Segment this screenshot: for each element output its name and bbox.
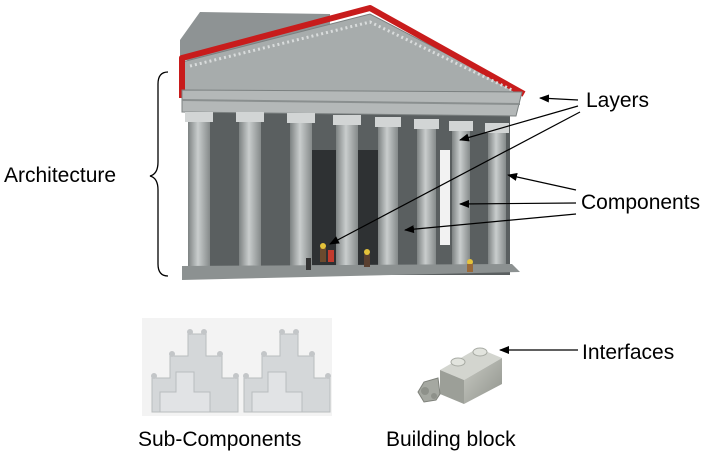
temple-columns — [185, 112, 509, 268]
entablature-line — [181, 99, 521, 105]
pediment-dentils — [189, 20, 513, 92]
roof-edge — [179, 5, 526, 98]
layers-label: Layers — [586, 89, 650, 112]
layers-arrow-floor — [329, 111, 581, 245]
interfaces-label: Interfaces — [582, 341, 675, 364]
components-arrow-1 — [507, 173, 577, 191]
architecture-label: Architecture — [4, 164, 117, 187]
temple-image — [179, 5, 526, 280]
building-block-image — [417, 347, 502, 404]
components-arrows — [404, 173, 577, 234]
temple-base — [182, 264, 520, 280]
layers-arrow-columns — [459, 105, 579, 142]
building-block-label: Building block — [386, 428, 516, 451]
sub-components-label: Sub-Components — [138, 428, 302, 451]
components-label: Components — [581, 191, 701, 214]
components-arrow-3 — [404, 213, 577, 234]
minifigures — [306, 243, 473, 272]
sub-components-image — [142, 318, 332, 416]
curly-brace-icon — [149, 71, 169, 277]
layers-arrows — [329, 94, 581, 245]
components-arrow-2 — [459, 199, 577, 208]
layers-arrow-roof — [539, 94, 579, 103]
temple-side-opening — [440, 150, 450, 245]
